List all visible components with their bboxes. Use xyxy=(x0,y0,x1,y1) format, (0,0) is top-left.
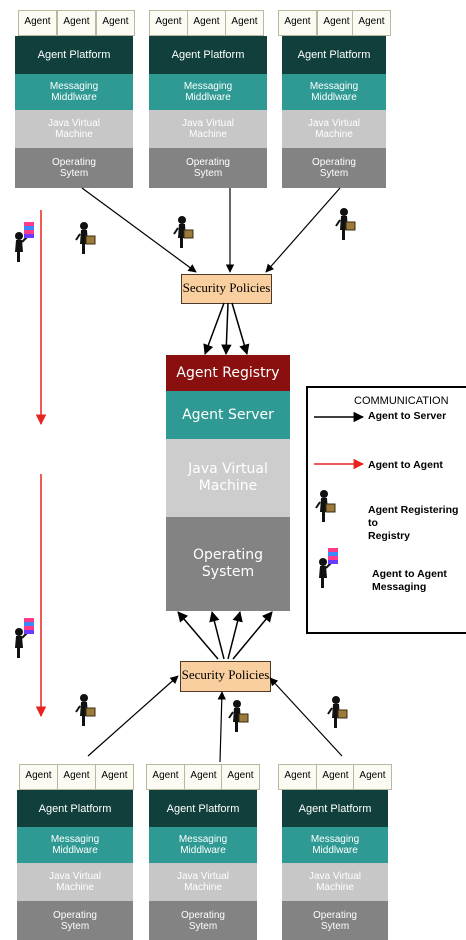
messaging-middleware-layer: Messaging Middlware xyxy=(15,74,133,110)
agent-stack-bottom-middle: Agent Agent Agent Agent Platform Messagi… xyxy=(146,764,260,940)
agent-box[interactable]: Agent xyxy=(18,10,57,36)
agent-registering-icon xyxy=(228,699,249,733)
agent-box[interactable]: Agent xyxy=(353,764,392,790)
agent-box[interactable]: Agent xyxy=(221,764,260,790)
jvm-layer: Java Virtual Machine xyxy=(149,863,257,901)
arrow-security-to-server xyxy=(232,611,273,660)
agent-platform-layer: Agent Platform xyxy=(282,36,386,74)
agent-box[interactable]: Agent xyxy=(57,10,96,36)
arrow-agent-to-server xyxy=(217,691,226,763)
legend-label-registering: Agent Registering to Registry xyxy=(368,504,459,542)
agent-platform-layer: Agent Platform xyxy=(17,790,133,827)
operating-system-layer: Operating System xyxy=(166,517,290,611)
legend-label-agent-to-agent: Agent to Agent xyxy=(368,459,443,471)
agent-registering-icon xyxy=(75,221,96,255)
agent-box[interactable]: Agent xyxy=(95,764,134,790)
security-policies-box-bottom[interactable]: Security Policies xyxy=(180,661,271,692)
agent-box[interactable]: Agent xyxy=(317,10,356,36)
arrow-agent-to-server xyxy=(269,677,343,757)
security-policies-box-top[interactable]: Security Policies xyxy=(181,274,272,304)
agent-registry-layer[interactable]: Agent Registry xyxy=(166,355,290,391)
agent-box[interactable]: Agent xyxy=(225,10,264,36)
arrow-security-to-server xyxy=(209,610,225,660)
arrow-agent-to-server xyxy=(87,675,179,757)
agent-platform-layer: Agent Platform xyxy=(282,790,388,827)
arrow-agent-to-server xyxy=(81,187,197,273)
arrow-security-to-server xyxy=(231,302,250,356)
messaging-middleware-layer: Messaging Middlware xyxy=(17,827,133,863)
agent-registering-icon xyxy=(335,207,356,241)
agent-box[interactable]: Agent xyxy=(278,10,317,36)
agent-messaging-icon xyxy=(14,617,35,659)
agent-stack-top-right: Agent Agent Agent Agent Platform Messagi… xyxy=(278,10,391,188)
arrow-security-to-server xyxy=(203,302,225,355)
legend-title: COMMUNICATION xyxy=(354,395,449,407)
agent-registering-icon xyxy=(75,693,96,727)
legend-registering-icon xyxy=(315,489,336,523)
agent-box[interactable]: Agent xyxy=(352,10,391,36)
agent-platform-layer: Agent Platform xyxy=(149,790,257,827)
arrow-security-to-server xyxy=(177,611,219,660)
messaging-middleware-layer: Messaging Middlware xyxy=(149,74,267,110)
agent-stack-bottom-right: Agent Agent Agent Agent Platform Messagi… xyxy=(278,764,392,940)
agent-stack-top-left: Agent Agent Agent Agent Platform Messagi… xyxy=(15,10,135,188)
agent-server-layer[interactable]: Agent Server xyxy=(166,391,290,439)
agent-registering-icon xyxy=(173,215,194,249)
agent-box[interactable]: Agent xyxy=(187,10,226,36)
operating-system-layer: Operating Sytem xyxy=(17,901,133,940)
agent-server-stack: Agent Registry Agent Server Java Virtual… xyxy=(166,355,290,611)
jvm-layer: Java Virtual Machine xyxy=(166,439,290,517)
agent-platform-layer: Agent Platform xyxy=(15,36,133,74)
jvm-layer: Java Virtual Machine xyxy=(15,110,133,148)
jvm-layer: Java Virtual Machine xyxy=(149,110,267,148)
agent-stack-top-middle: Agent Agent Agent Agent Platform Messagi… xyxy=(149,10,267,188)
agent-messaging-icon xyxy=(14,221,35,263)
legend-messaging-icon xyxy=(318,547,339,589)
operating-system-layer: Operating Sytem xyxy=(282,148,386,188)
arrow-security-to-server xyxy=(227,610,243,660)
agent-box[interactable]: Agent xyxy=(96,10,135,36)
agent-box[interactable]: Agent xyxy=(184,764,223,790)
jvm-layer: Java Virtual Machine xyxy=(282,863,388,901)
agent-box[interactable]: Agent xyxy=(278,764,317,790)
agent-registering-icon xyxy=(327,695,348,729)
agent-stack-bottom-left: Agent Agent Agent Agent Platform Messagi… xyxy=(17,764,134,940)
legend-label-agent-to-server: Agent to Server xyxy=(368,410,447,422)
arrow-agent-to-server xyxy=(265,187,341,273)
legend-label-messaging: Agent to Agent Messaging xyxy=(372,568,447,593)
messaging-middleware-layer: Messaging Middlware xyxy=(149,827,257,863)
operating-system-layer: Operating Sytem xyxy=(15,148,133,188)
operating-system-layer: Operating Sytem xyxy=(149,148,267,188)
jvm-layer: Java Virtual Machine xyxy=(282,110,386,148)
agent-platform-layer: Agent Platform xyxy=(149,36,267,74)
jvm-layer: Java Virtual Machine xyxy=(17,863,133,901)
arrow-security-to-server xyxy=(221,302,232,356)
operating-system-layer: Operating Sytem xyxy=(282,901,388,940)
messaging-middleware-layer: Messaging Middlware xyxy=(282,827,388,863)
operating-system-layer: Operating Sytem xyxy=(149,901,257,940)
agent-box[interactable]: Agent xyxy=(149,10,188,36)
messaging-middleware-layer: Messaging Middlware xyxy=(282,74,386,110)
